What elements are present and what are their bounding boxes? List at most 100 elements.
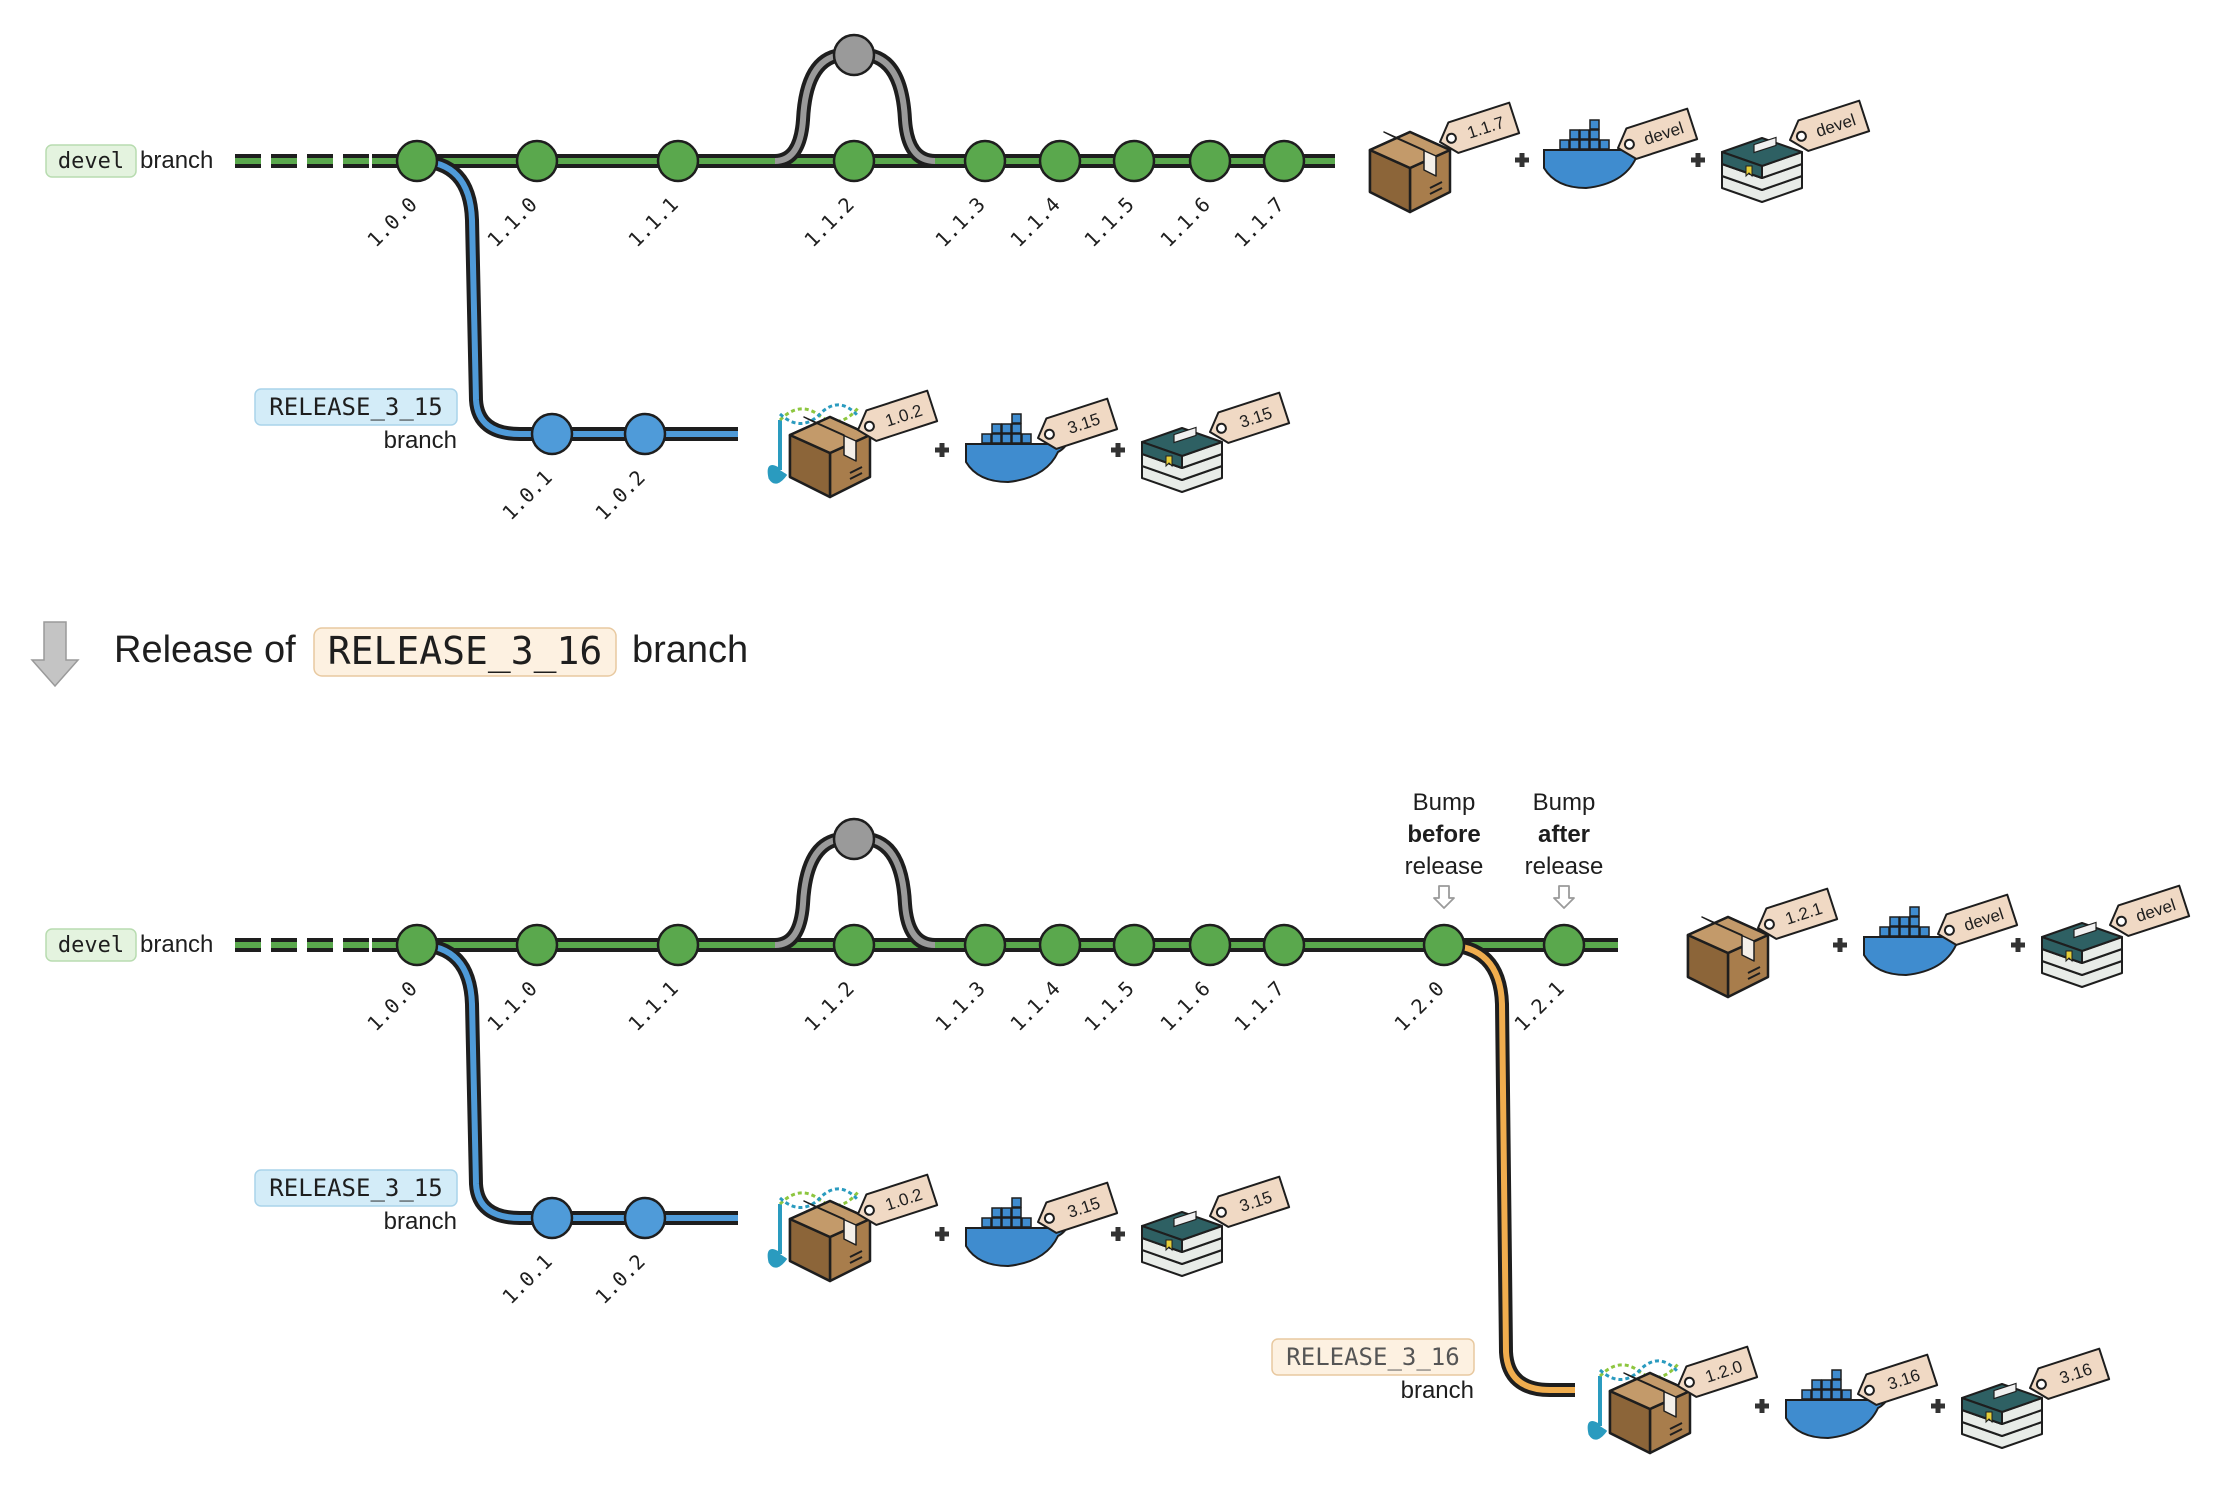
release-3-16-badge-label: RELEASE_3_16 [1286,1343,1459,1371]
commit-node [1542,923,1586,967]
devel-badge [45,144,137,178]
commit-node [1038,923,1082,967]
version-label: 1.1.7 [1229,192,1289,252]
commit-node [963,923,1007,967]
release-3-15-suffix: branch [384,427,457,454]
version-label: 1.1.7 [1229,976,1289,1036]
version-label: 1.1.3 [930,192,990,252]
version-label: 1.1.4 [1005,976,1065,1036]
commit-node [656,923,700,967]
commit-node [530,1196,574,1240]
down-arrow-icon [30,621,80,688]
commit-node [395,139,439,183]
version-label: 1.1.3 [930,976,990,1036]
release-3-15-line-outline [416,938,738,1225]
commit-node [832,139,876,183]
bump-after-annotation: Bump after release [1525,789,1603,909]
commit-node [515,923,559,967]
version-label: 1.1.2 [799,976,859,1036]
release-3-16-heading-label: RELEASE_3_16 [328,629,603,674]
transition-suffix: branch [632,629,748,671]
bump-before-line3: release [1405,853,1484,880]
plus-icon [1755,1399,1769,1413]
commit-node [1038,139,1082,183]
commit-node [1188,923,1232,967]
book-icon [1721,136,1803,203]
bump-before-line1: Bump [1413,789,1476,816]
commit-node [832,923,876,967]
release-3-16-line-outline [1443,938,1575,1397]
package-icon [1686,897,1770,999]
package-icon [1368,112,1452,214]
top-release-artifacts: 1.0.2 3.15 3.15 [767,389,1291,499]
plus-icon [2011,938,2025,952]
release-3-15-badge [254,388,458,426]
version-label: 1.2.1 [1509,976,1569,1036]
version-label: 1.1.6 [1155,192,1215,252]
release-3-16-suffix: branch [1401,1377,1474,1404]
book-icon [1141,426,1223,493]
commit-node [395,923,439,967]
commit-node [1188,139,1232,183]
version-label: 1.0.2 [590,1249,650,1309]
version-label: 1.0.2 [590,465,650,525]
release-3-15-line-outline [416,154,738,441]
release-3-15-line [416,158,738,437]
version-label: 1.0.1 [497,465,557,525]
release-3-16-badge [1271,1338,1475,1376]
book-icon [1141,1210,1223,1277]
devel-badge-label: devel [58,149,124,174]
bump-after-line1: Bump [1533,789,1596,816]
transition-heading: Release of RELEASE_3_16 branch [30,621,748,688]
plus-icon [1931,1399,1945,1413]
commit-node [1112,139,1156,183]
version-label: 1.1.0 [482,976,542,1036]
devel-badge-label: devel [58,933,124,958]
bump-after-line2: after [1538,821,1590,848]
package-icon [788,397,872,499]
book-icon [1961,1382,2043,1449]
top-devel-artifacts: 1.1.7 devel devel [1368,99,1871,214]
book-icon [2041,921,2123,988]
plus-icon [935,1227,949,1241]
release-3-16-heading-badge [313,627,617,677]
plus-icon [1691,153,1705,167]
bottom-release-3-15-artifacts: 1.0.2 3.15 3.15 [767,1173,1291,1283]
release-3-15-badge-label: RELEASE_3_15 [269,393,442,421]
commit-node [1112,923,1156,967]
plus-icon [1833,938,1847,952]
commit-node [530,412,574,456]
version-label: 1.0.1 [497,1249,557,1309]
bump-before-annotation: Bump before release [1405,789,1484,909]
commit-node [1422,923,1466,967]
release-3-15-suffix: branch [384,1208,457,1235]
devel-branch-suffix: branch [140,147,213,174]
version-label: 1.1.2 [799,192,859,252]
version-label: 1.1.5 [1079,192,1139,252]
version-label: 1.1.5 [1079,976,1139,1036]
bottom-devel-artifacts: 1.2.1 devel devel [1686,884,2191,999]
version-label: 1.1.1 [623,192,683,252]
version-label: 1.1.1 [623,976,683,1036]
bottom-release-3-16-artifacts: 1.2.0 3.16 3.16 [1587,1345,2111,1455]
version-label: 1.1.4 [1005,192,1065,252]
commit-node [1262,923,1306,967]
version-label: 1.2.0 [1389,976,1449,1036]
devel-branch-suffix: branch [140,931,213,958]
release-3-15-badge-label: RELEASE_3_15 [269,1174,442,1202]
feature-commit-node [832,33,876,77]
plus-icon [935,443,949,457]
plus-icon [1111,1227,1125,1241]
version-label: 1.1.6 [1155,976,1215,1036]
transition-prefix: Release of [114,629,296,671]
package-icon [1608,1353,1692,1455]
feature-commit-node [832,817,876,861]
commit-node [656,139,700,183]
release-3-15-badge [254,1169,458,1207]
down-arrow-icon [1433,885,1455,909]
commit-node [623,412,667,456]
commit-node [623,1196,667,1240]
down-arrow-icon [1553,885,1575,909]
